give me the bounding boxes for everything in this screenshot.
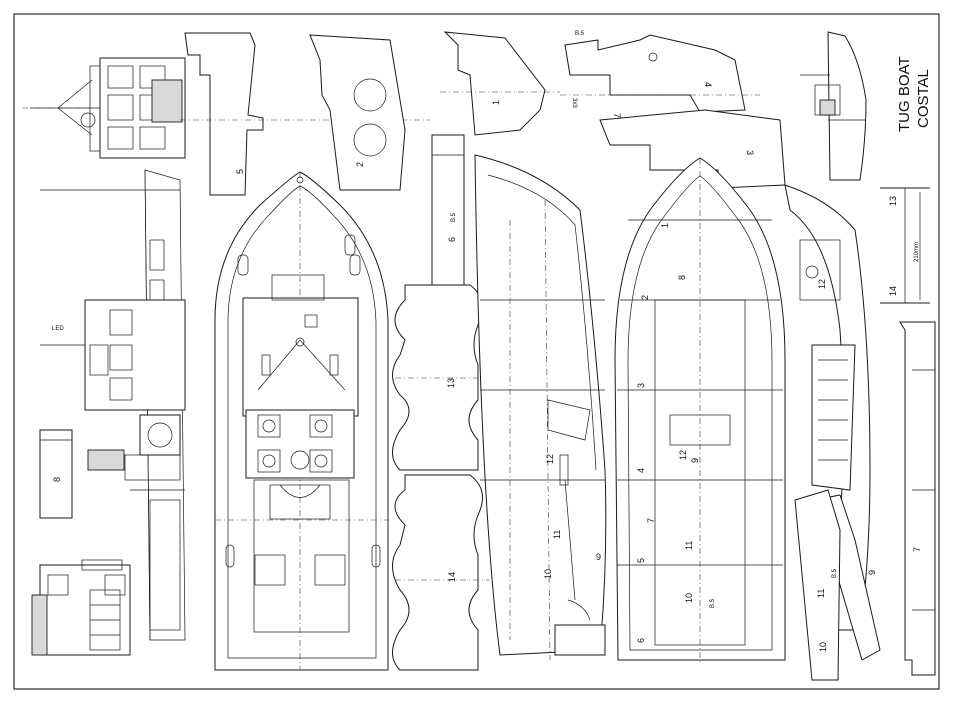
bow-parts: 1 6 B.5 [431,31,560,286]
part-2-label: 2 [355,162,365,167]
hull-frame-bottom-view: 1 2 3 4 5 6 7 8 9 12 11 10 B.5 [614,157,786,665]
part-12-label-side: 12 [545,454,555,464]
part-5-label: 5 [235,169,245,174]
dimension-label: 210mm [914,242,920,262]
right-skin-pieces: 12 9 11 10 B.5 [784,184,881,681]
thickness-label-6: B.5 [451,212,457,222]
part-7-label-top: 7 [612,113,622,118]
part-8-label-left: 8 [52,477,62,482]
title-line-2: COSTAL [915,69,932,128]
part-3-label: 3 [745,150,755,155]
part-8-block: 8 [39,429,73,519]
title-block: TUG BOAT COSTAL [896,56,932,132]
left-elevation-group: LED 8 [22,57,186,656]
deck-plan-top-view [214,171,389,671]
part-4-label: 4 [703,82,713,87]
sheet-border [13,13,940,690]
part-13-label: 13 [446,378,456,388]
bulkhead-parts-top: 5 2 [180,32,430,196]
keel-frames: 13 14 [392,284,490,671]
part-11-label-right: 11 [816,589,826,598]
part-11-label-side: 11 [552,530,562,539]
hull-side-view: 12 11 10 9 [474,154,607,661]
thickness-label-top: B.5 [575,31,585,37]
part-12-label-right: 12 [817,279,827,289]
part-14-label-dim: 14 [888,286,898,296]
part-13-label-dim: 13 [888,196,898,206]
part-4-label-frame: 4 [636,468,646,473]
dimension-bar: 13 14 210mm [880,187,930,304]
part-6-label: 6 [447,237,457,242]
part-6-label-frame: 6 [636,638,646,643]
part-10-label-side: 10 [543,569,553,579]
part-10-label-frame: 10 [684,593,694,603]
part-7-strip: 7 [899,321,936,676]
title-line-1: TUG BOAT [896,56,913,132]
part-9-label-right: 9 [867,570,877,575]
part-11-label-frame: 11 [684,541,694,550]
part-5-label-frame: 5 [636,558,646,563]
part-1-label: 1 [491,100,501,105]
thickness-label-frame: B.5 [710,598,716,608]
wheelhouse-front-view [22,57,186,159]
part-2-label-frame: 2 [640,295,650,300]
part-9-label-side: 9 [596,552,601,562]
part-10-label-right: 10 [818,642,828,652]
small-profile-view [800,31,867,181]
part-9-label-frame: 9 [690,458,700,463]
led-label: LED [52,326,64,332]
part-8-label-frame: 8 [677,275,687,280]
part-14-label: 14 [447,572,457,582]
transom-parts: 4 7 3 B.5 3x3 [560,31,786,189]
thickness-label-small: 3x3 [571,98,577,108]
part-3-label-frame: 3 [636,383,646,388]
part-7-label-strip: 7 [912,547,922,552]
wheelhouse-rear-view [31,559,131,656]
wheelhouse-side-view: LED [40,299,186,631]
part-12-label-frame: 12 [678,450,688,460]
part-1-label-frame: 1 [660,223,670,228]
thickness-label-right: B.5 [832,568,838,578]
part-7-label-frame: 7 [646,518,656,523]
